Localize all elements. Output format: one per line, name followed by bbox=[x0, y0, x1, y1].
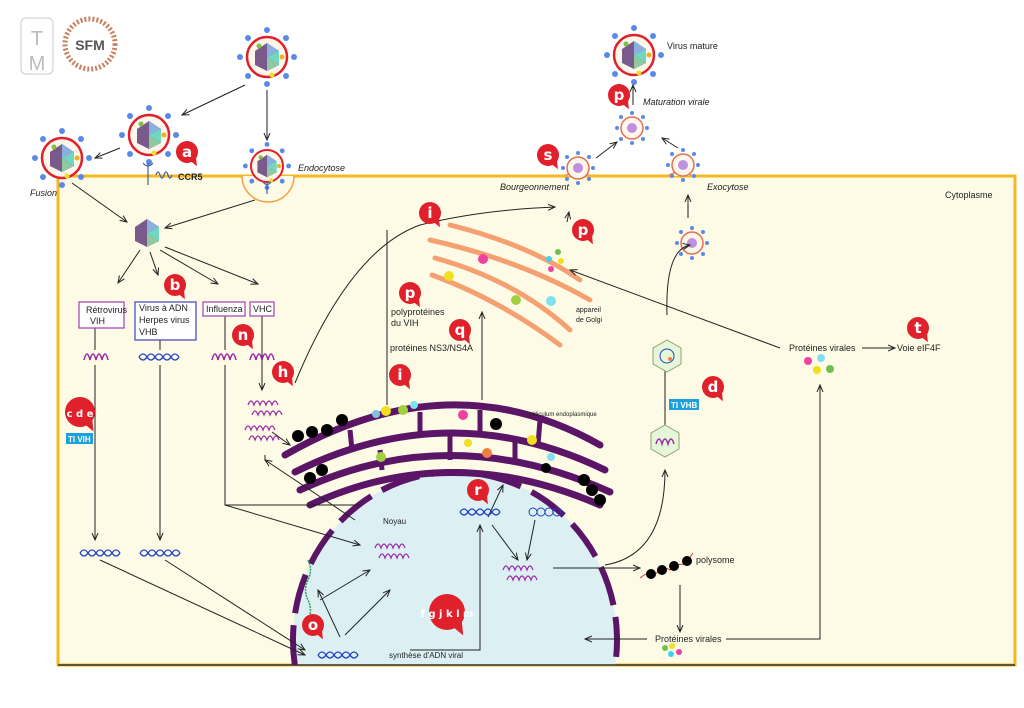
influenza-box bbox=[202, 301, 246, 317]
ccr5-label: CCR5 bbox=[178, 172, 203, 182]
badge-b: b bbox=[164, 274, 186, 300]
exocytose-label: Exocytose bbox=[707, 182, 749, 192]
badge-n: n bbox=[232, 324, 254, 350]
sfm-logo: SFM bbox=[62, 16, 118, 72]
golgi-apparatus bbox=[427, 222, 593, 348]
polysome bbox=[639, 552, 694, 579]
badge-p: p bbox=[399, 282, 421, 308]
ti-vih-tag bbox=[66, 433, 93, 444]
svg-text:T: T bbox=[31, 28, 43, 50]
endocytose-label: Endocytose bbox=[298, 163, 345, 173]
badge-i: i bbox=[389, 364, 411, 390]
badge-s: s bbox=[537, 144, 559, 170]
badge-letter: r bbox=[474, 481, 482, 499]
dna-virus-label: Virus à ADN bbox=[139, 303, 188, 313]
badge-letter: p bbox=[405, 284, 416, 302]
badge-letter: b bbox=[170, 276, 181, 294]
cccdna-icon bbox=[528, 507, 562, 517]
vhb-label: VHB bbox=[139, 327, 158, 337]
virus-particle bbox=[235, 25, 299, 89]
integrated-dna-icon bbox=[304, 559, 312, 621]
golgi-label: appareil bbox=[576, 307, 601, 314]
badge-letter: i bbox=[427, 204, 432, 222]
badge-letter: t bbox=[914, 319, 921, 337]
vhc-box bbox=[249, 301, 275, 317]
viral-proteins-dots bbox=[546, 249, 834, 657]
polyproteines-vih-label: du VIH bbox=[391, 318, 419, 328]
badge-r: r bbox=[467, 479, 489, 505]
virus-mature-label: Virus mature bbox=[667, 41, 718, 51]
pathway-arrows bbox=[71, 85, 895, 655]
badge-q: q bbox=[449, 319, 471, 345]
step-badges: a b c d e n h i i p q p s p r d t f g j k l m o bbox=[65, 84, 929, 640]
badge-h: h bbox=[272, 361, 294, 387]
polysome-label: polysome bbox=[696, 555, 735, 565]
badge-letter: p bbox=[578, 221, 589, 239]
tvm-logo: T M bbox=[20, 17, 54, 75]
badge-fgjklm: f g j k l m bbox=[421, 594, 474, 636]
proteines-virales-bottom-label: Protéines virales bbox=[655, 634, 722, 644]
influenza-label: Influenza bbox=[206, 304, 243, 314]
virus-mature bbox=[602, 23, 666, 87]
fusion-label: Fusion bbox=[30, 188, 57, 198]
ns3-ns4a-label: protéines NS3/NS4A bbox=[390, 343, 473, 353]
svg-text:M: M bbox=[29, 53, 46, 75]
cytoplasme-label: Cytoplasme bbox=[945, 190, 993, 200]
vhb-capsid-dna bbox=[652, 339, 682, 373]
herpes-label: Herpes virus bbox=[139, 315, 190, 325]
svg-text:SFM: SFM bbox=[75, 37, 105, 53]
vih-label: VIH bbox=[90, 316, 105, 326]
ti-vhb-tag bbox=[669, 399, 699, 410]
immature-virion bbox=[614, 110, 650, 146]
proteines-virales-label: Protéines virales bbox=[789, 343, 856, 353]
badge-letter: d bbox=[708, 378, 719, 396]
badge-letter: a bbox=[182, 143, 192, 161]
vhb-capsid-rna bbox=[650, 424, 680, 458]
ti-vih-label: TI VIH bbox=[68, 435, 91, 444]
bourgeonnement-label: Bourgeonnement bbox=[500, 182, 570, 192]
badge-cde: c d e bbox=[65, 397, 95, 432]
reticulum-label: réticulum endoplasmique bbox=[530, 412, 597, 418]
badge-t: t bbox=[907, 317, 929, 343]
badge-letter: h bbox=[278, 363, 289, 381]
retrovirus-label: Rétrovirus bbox=[86, 305, 128, 315]
ccr5-receptor bbox=[142, 162, 272, 194]
golgi-label-2: de Golgi bbox=[576, 317, 603, 324]
badge-letter: s bbox=[544, 146, 553, 164]
maturation-label: Maturation virale bbox=[643, 97, 710, 107]
badge-p: p bbox=[572, 219, 594, 245]
badge-letter: i bbox=[397, 366, 402, 384]
badge-i: i bbox=[419, 202, 441, 228]
endoplasmic-reticulum bbox=[281, 401, 614, 509]
badge-d: d bbox=[702, 376, 724, 402]
badge-letter: f g j k l m bbox=[421, 609, 474, 620]
voie-eif4f-label: Voie eIF4F bbox=[897, 343, 941, 353]
dna-virus-box bbox=[134, 301, 197, 341]
badge-letter: c d e bbox=[67, 409, 94, 420]
ti-vhb-label: TI VHB bbox=[671, 401, 697, 410]
noyau-label: Noyau bbox=[383, 517, 406, 526]
badge-letter: o bbox=[308, 616, 318, 634]
retrovirus-box bbox=[78, 301, 125, 329]
badge-letter: n bbox=[238, 326, 249, 344]
badge-o: o bbox=[302, 614, 324, 640]
badge-a: a bbox=[176, 141, 198, 167]
synthese-adn-label: synthèse d'ADN viral bbox=[389, 651, 463, 660]
badge-letter: q bbox=[455, 321, 466, 339]
polyproteines-label: polyprotéines bbox=[391, 307, 445, 317]
badge-letter: p bbox=[614, 86, 625, 104]
badge-p: p bbox=[608, 84, 630, 110]
virus-fusion bbox=[30, 126, 94, 190]
vhc-label: VHC bbox=[253, 304, 273, 314]
virus-particle bbox=[117, 103, 181, 167]
